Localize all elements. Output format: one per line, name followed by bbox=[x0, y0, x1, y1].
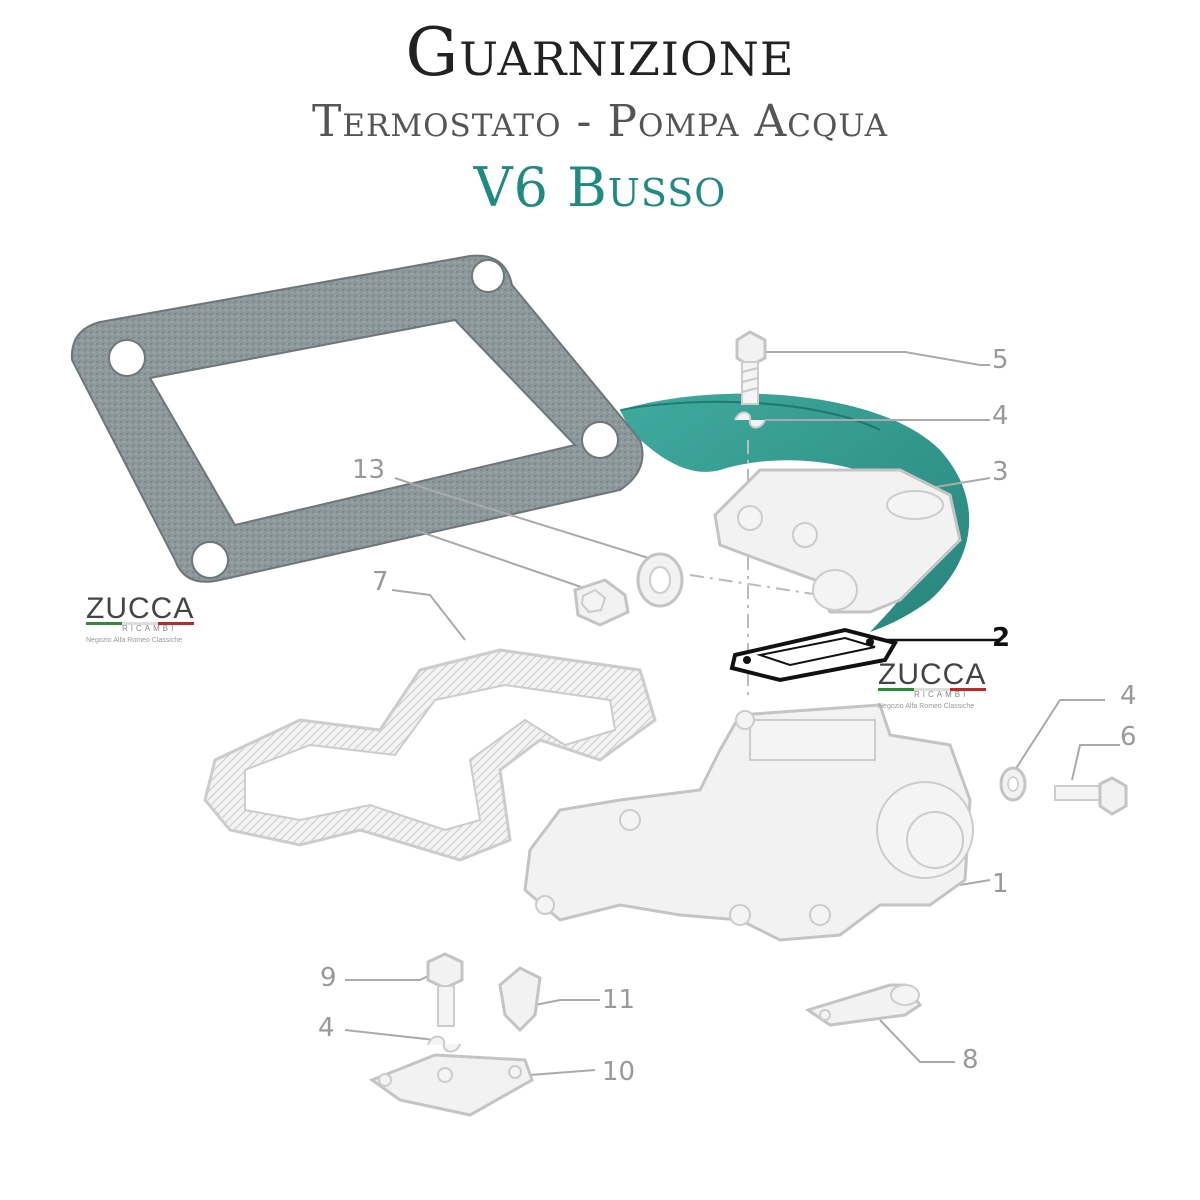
washer-part-13b bbox=[636, 552, 684, 608]
svg-text:RICAMBI: RICAMBI bbox=[914, 690, 968, 699]
zucca-logo-left: ZUCCA RICAMBI Negozio Alfa Romeo Classic… bbox=[86, 592, 194, 644]
washer-part-4 bbox=[734, 411, 766, 429]
callout-4-right: 4 bbox=[1120, 681, 1137, 711]
callout-5: 5 bbox=[992, 345, 1009, 375]
pump-gasket-part-7 bbox=[203, 648, 657, 862]
washer-part-4b bbox=[999, 766, 1027, 802]
callout-2: 2 bbox=[992, 623, 1010, 653]
callout-labels: 5 4 3 13 7 2 4 6 1 9 11 4 10 8 bbox=[318, 345, 1137, 1087]
svg-text:Negozio Alfa Romeo Classiche: Negozio Alfa Romeo Classiche bbox=[878, 703, 974, 710]
callout-3: 3 bbox=[992, 457, 1009, 487]
washer-part-4c bbox=[427, 1035, 461, 1053]
water-pump-part-1 bbox=[523, 703, 974, 942]
svg-text:ZUCCA: ZUCCA bbox=[878, 658, 986, 691]
callout-13: 13 bbox=[352, 455, 385, 485]
zucca-logo-right: ZUCCA RICAMBI Negozio Alfa Romeo Classic… bbox=[878, 658, 986, 710]
callout-9: 9 bbox=[320, 963, 337, 993]
sensor-part-11 bbox=[498, 966, 542, 1033]
bolt-part-9 bbox=[426, 952, 464, 1027]
bolt-part-6 bbox=[1054, 776, 1128, 816]
thermostat-housing-part-3 bbox=[713, 468, 962, 614]
svg-text:ZUCCA: ZUCCA bbox=[86, 592, 194, 625]
callout-11: 11 bbox=[602, 985, 635, 1015]
callout-1: 1 bbox=[992, 869, 1009, 899]
svg-text:RICAMBI: RICAMBI bbox=[122, 624, 176, 633]
callout-8: 8 bbox=[962, 1045, 979, 1075]
plate-part-10 bbox=[368, 1053, 534, 1117]
gasket-closeup bbox=[70, 254, 644, 583]
callout-7: 7 bbox=[372, 567, 389, 597]
plug-part-13 bbox=[573, 578, 630, 627]
page-title: Guarnizione bbox=[405, 14, 795, 91]
page-subtitle: Termostato - Pompa Acqua bbox=[312, 96, 888, 147]
svg-text:Negozio Alfa Romeo Classiche: Negozio Alfa Romeo Classiche bbox=[86, 637, 182, 644]
bracket-part-8 bbox=[804, 983, 923, 1027]
callout-4: 4 bbox=[992, 401, 1009, 431]
callout-10: 10 bbox=[602, 1057, 635, 1087]
bolt-part-5 bbox=[735, 330, 767, 405]
model-title: V6 Busso bbox=[473, 156, 727, 219]
thermostat-gasket-part-2[interactable] bbox=[729, 627, 899, 683]
callout-4-lower: 4 bbox=[318, 1013, 335, 1043]
callout-6: 6 bbox=[1120, 722, 1137, 752]
